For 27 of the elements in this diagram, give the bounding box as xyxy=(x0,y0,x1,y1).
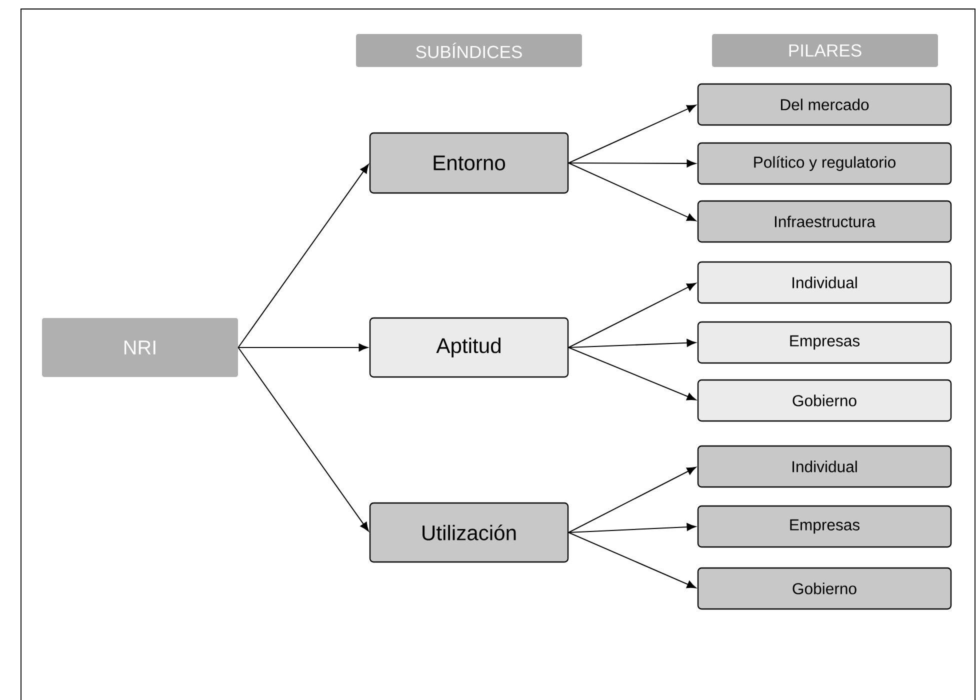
arrow xyxy=(238,347,369,532)
root-box: NRI xyxy=(42,318,238,377)
pillar-box: Político y regulatorio xyxy=(697,142,952,185)
arrow xyxy=(568,466,696,533)
pillar-box: Del mercado xyxy=(697,83,952,126)
pillar-box: Gobierno xyxy=(697,379,952,422)
arrow xyxy=(568,282,696,348)
arrow xyxy=(568,347,696,400)
pillar-box: Individual xyxy=(697,261,952,304)
column-header: SUBÍNDICES xyxy=(356,34,582,67)
arrow xyxy=(568,160,696,168)
pillar-box: Empresas xyxy=(697,321,952,364)
subindex-box: Utilización xyxy=(369,502,569,563)
arrow xyxy=(568,523,696,534)
pillar-box: Infraestructura xyxy=(697,200,952,243)
subindex-box: Entorno xyxy=(369,132,569,194)
arrow xyxy=(238,164,369,348)
pillar-box: Gobierno xyxy=(697,567,952,610)
pillar-box: Empresas xyxy=(697,505,952,548)
arrow xyxy=(568,162,696,222)
arrow xyxy=(568,339,696,348)
arrow xyxy=(568,104,696,164)
column-header: PILARES xyxy=(712,34,938,67)
pillar-box: Individual xyxy=(697,445,952,488)
subindex-box: Aptitud xyxy=(369,317,569,378)
arrow xyxy=(238,344,368,352)
arrow xyxy=(568,532,696,588)
